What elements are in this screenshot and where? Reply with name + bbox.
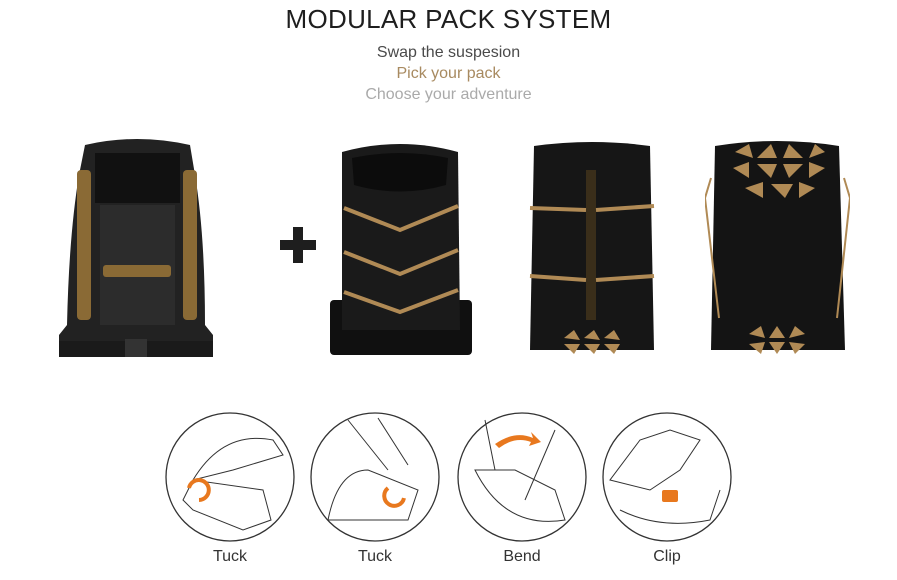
tagline-swap: Swap the suspesion (376, 44, 521, 61)
suspension-harness-image (59, 139, 213, 357)
step-tuck-1: Tuck (163, 410, 297, 566)
step-label: Tuck (357, 548, 393, 565)
bend-illustration-icon (457, 412, 587, 542)
step-clip: Clip (600, 410, 734, 566)
pack-straps-image (529, 142, 655, 354)
step-bend: Bend (455, 410, 589, 566)
step-label: Clip (653, 548, 681, 565)
tagline-choose: Choose your adventure (365, 86, 532, 103)
tagline-pick: Pick your pack (396, 65, 501, 82)
clip-illustration-icon (602, 412, 732, 542)
pack-geometric-image (705, 141, 850, 354)
step-label: Bend (503, 548, 541, 565)
pack-chevron-image (330, 144, 472, 355)
step-tuck-2: Tuck (308, 410, 442, 566)
step-label: Tuck (212, 548, 248, 565)
page-title: MODULAR PACK SYSTEM (285, 4, 612, 34)
tuck-illustration-icon (310, 412, 440, 542)
plus-icon (280, 227, 316, 263)
tuck-illustration-icon (165, 412, 295, 542)
